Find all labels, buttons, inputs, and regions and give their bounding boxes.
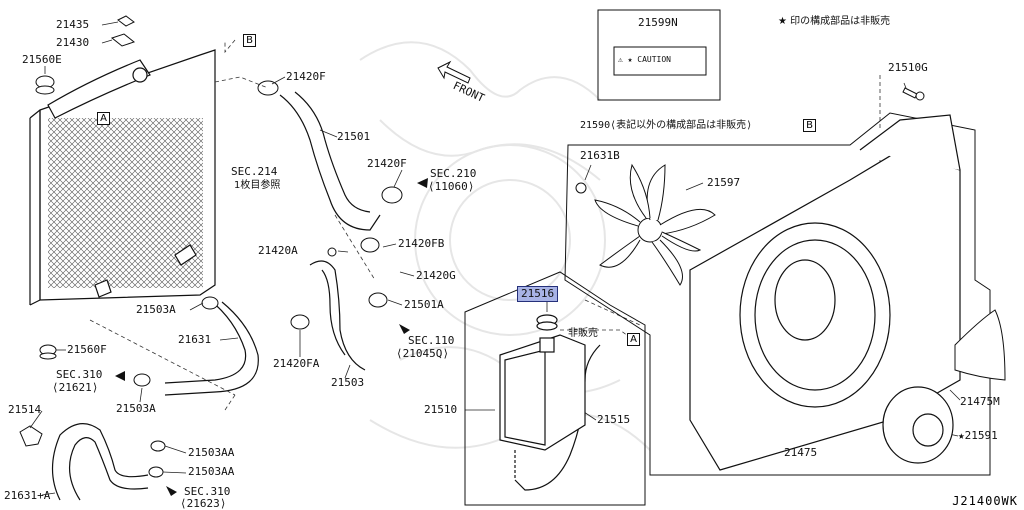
- label-21435: 21435: [56, 18, 90, 31]
- label-sec214-sub: 1枚目参照: [234, 180, 281, 191]
- drain-plug-21560F: [39, 344, 57, 360]
- label-sec310b-sub: ⟨21623⟩: [180, 497, 227, 510]
- label-21590: 21590⟨表記以外の構成部品は非販売⟩: [580, 120, 753, 131]
- caution-sticker-text: ⚠ ★ CAUTION: [618, 55, 671, 64]
- label-sec310a: SEC.310: [56, 368, 103, 381]
- label-sec310b: SEC.310: [184, 485, 231, 498]
- label-21516-highlighted[interactable]: 21516: [517, 286, 559, 302]
- hose-clamps: [19, 80, 403, 478]
- label-21503A-top: 21503A: [136, 303, 176, 316]
- caution-sticker-part: 21599N: [638, 16, 678, 29]
- ref-tag-b-right: B: [803, 119, 816, 132]
- label-sec310a-sub: ⟨21621⟩: [52, 381, 99, 394]
- caution-sticker-box: [597, 9, 721, 101]
- hose-21631: [164, 299, 259, 396]
- reservoir-tank-21510: [499, 314, 586, 480]
- label-21430: 21430: [56, 36, 90, 49]
- label-21591: ★21591: [958, 429, 998, 442]
- diagram-code: J21400WK: [952, 494, 1018, 508]
- bolts: [327, 87, 925, 257]
- label-21503AA-1: 21503AA: [188, 446, 235, 459]
- label-21631B: 21631B: [580, 149, 620, 162]
- label-21510: 21510: [424, 403, 458, 416]
- label-21420F-mid: 21420F: [367, 157, 407, 170]
- fan-assembly-box: [564, 112, 991, 476]
- label-21514: 21514: [8, 403, 42, 416]
- label-21631A: 21631+A: [4, 489, 51, 502]
- label-sec110-sub: ⟨21045Q⟩: [396, 347, 449, 360]
- label-sec210-sub: ⟨11060⟩: [428, 180, 475, 193]
- label-21420F-top: 21420F: [286, 70, 326, 83]
- non-sale-note: ★ 印の構成部品は非販売: [778, 16, 891, 27]
- label-sec210: SEC.210: [430, 167, 477, 180]
- bracket-21435: [110, 15, 136, 47]
- ref-tag-a-left: A: [97, 112, 110, 125]
- label-21501A: 21501A: [404, 298, 444, 311]
- label-sec214: SEC.214: [231, 165, 278, 178]
- label-21420G: 21420G: [416, 269, 456, 282]
- fan-shroud-21475: [689, 114, 961, 471]
- label-21631: 21631: [178, 333, 212, 346]
- reservoir-box: [464, 271, 646, 506]
- hose-21503: [309, 260, 366, 371]
- label-21560E: 21560E: [22, 53, 62, 66]
- fan-motor-21591: [882, 386, 954, 464]
- label-sec110: SEC.110: [408, 334, 455, 347]
- label-21510G: 21510G: [888, 61, 928, 74]
- hose-21631A: [51, 423, 149, 501]
- radiator-assembly: [29, 49, 216, 306]
- radiator-cap-21560E: [35, 75, 55, 95]
- ref-tag-b-left: B: [243, 34, 256, 47]
- label-21501: 21501: [337, 130, 371, 143]
- fan-blade-21597: [594, 163, 716, 286]
- label-21420A: 21420A: [258, 244, 298, 257]
- label-21560F: 21560F: [67, 343, 107, 356]
- upper-hose-21501: [279, 91, 381, 231]
- shroud-seal-21475M: [954, 309, 1006, 381]
- label-21475M: 21475M: [960, 395, 1000, 408]
- label-21420FA: 21420FA: [273, 357, 320, 370]
- direction-arrows: [115, 178, 428, 496]
- label-21420FB: 21420FB: [398, 237, 445, 250]
- label-21503: 21503: [331, 376, 365, 389]
- label-21503A-bot: 21503A: [116, 402, 156, 415]
- label-21597: 21597: [707, 176, 741, 189]
- ref-tag-a-right: A: [627, 333, 640, 346]
- label-21475: 21475: [784, 446, 818, 459]
- label-hihanbai: 非販売: [568, 328, 598, 339]
- label-21515: 21515: [597, 413, 631, 426]
- label-21503AA-2: 21503AA: [188, 465, 235, 478]
- front-arrow: [437, 60, 471, 84]
